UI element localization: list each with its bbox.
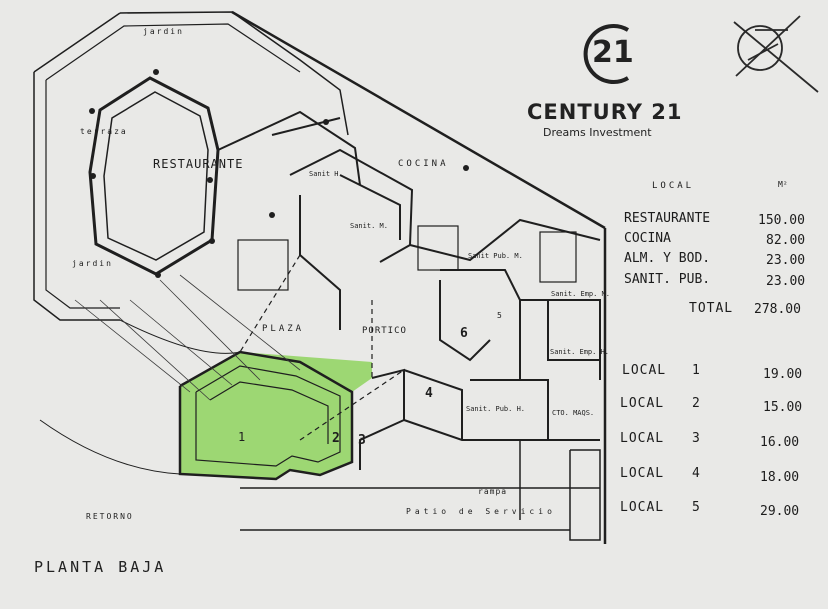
local-5-num: 5 [692,500,700,515]
row-restaurante-name: RESTAURANTE [624,211,711,226]
local-4-value: 18.00 [760,470,800,485]
label-retorno: RETORNO [86,512,134,521]
label-sanit-emp-h: Sanit. Emp. H. [550,348,610,356]
local-5-name: LOCAL [620,500,665,515]
label-sanit-emp-m: Sanit. Emp. M. [551,290,611,298]
label-cto-maqs: CTO. MAQS. [552,409,595,417]
local-number-2: 2 [332,431,340,446]
brand-name: CENTURY 21 [527,100,683,124]
local-1-num: 1 [692,363,700,378]
label-patio-servicio: Patio de Servicio [406,507,556,516]
compass-north-arrow-icon [733,15,819,93]
label-sanit-pub-h: Sanit. Pub. H. [466,405,526,413]
local-2-num: 2 [692,396,700,411]
row-cocina-value: 82.00 [766,233,806,248]
local-number-3: 3 [358,433,366,448]
label-restaurante: RESTAURANTE [153,157,244,171]
row-sanit-name: SANIT. PUB. [624,272,711,287]
local-4-num: 4 [692,466,700,481]
row-sanit-value: 23.00 [766,274,806,289]
local-3-value: 16.00 [760,435,800,450]
local-2-name: LOCAL [620,396,665,411]
label-sanit-pub-m: Sanit Pub. M. [468,252,523,260]
local-3-name: LOCAL [620,431,665,446]
label-rampa: rampa [478,487,508,496]
local-number-1: 1 [238,430,246,444]
local-number-5: 5 [497,311,502,320]
local-1-name: LOCAL [622,363,667,378]
label-plaza: PLAZA [262,324,305,334]
century21-logo-number: 21 [592,35,634,70]
highlighted-local-area [180,352,372,479]
total-value: 278.00 [754,302,801,317]
label-sanit-m: Sanit. M. [350,222,388,230]
total-label: TOTAL [689,301,734,316]
label-portico: PORTICO [362,326,407,336]
row-alm-name: ALM. Y BOD. [624,251,711,266]
local-3-num: 3 [692,431,700,446]
label-terraza: terraza [80,127,128,136]
local-5-value: 29.00 [760,504,800,519]
local-1-value: 19.00 [763,367,803,382]
table-header-local: LOCAL [652,181,695,191]
label-cocina: COCINA [398,159,449,169]
row-restaurante-value: 150.00 [758,213,805,228]
brand-tagline: Dreams Investment [543,126,652,139]
row-alm-value: 23.00 [766,253,806,268]
local-2-value: 15.00 [763,400,803,415]
local-4-name: LOCAL [620,466,665,481]
row-cocina-name: COCINA [624,231,671,246]
local-number-6: 6 [460,326,468,341]
label-jardin-top: jardin [143,27,184,36]
table-header-unit: M² [778,180,788,189]
label-sanit-h: Sanit H. [309,170,343,178]
local-number-4: 4 [425,386,433,401]
plan-title: PLANTA BAJA [34,558,167,576]
century21-logo-mark [583,24,630,84]
label-jardin-left: jardin [72,259,113,268]
